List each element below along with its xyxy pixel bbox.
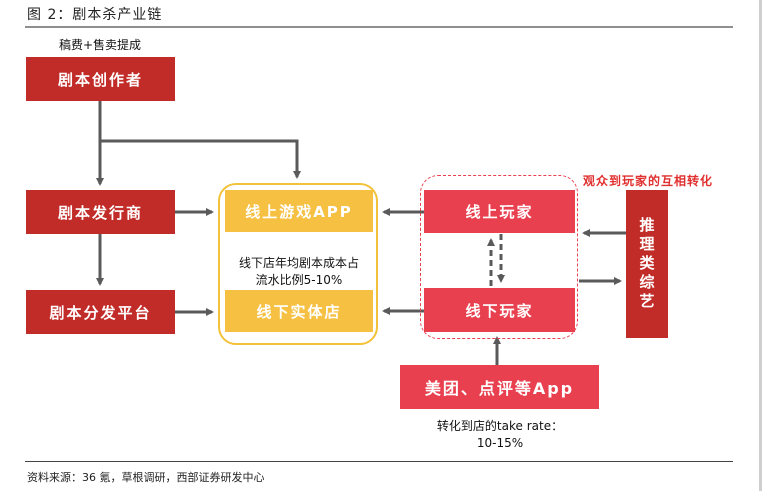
node-online-players-label: 线上玩家 — [465, 203, 534, 221]
node-online-players: 线上玩家 — [424, 190, 575, 233]
node-meituan-app-label: 美团、点评等App — [424, 379, 575, 398]
node-script-creator: 剧本创作者 — [26, 57, 175, 101]
bottom-divider — [25, 461, 733, 462]
take-rate-note-line1: 转化到店的take rate： — [436, 419, 564, 433]
node-variety-show-label: 推理类综艺 — [637, 216, 656, 312]
node-variety-show: 推理类综艺 — [626, 190, 668, 338]
arrow-creator-to-online-app — [100, 139, 301, 179]
figure-title: 图 2：剧本杀产业链 — [27, 7, 163, 23]
players-group-frame — [420, 175, 578, 339]
creator-revenue-note: 稿费+售卖提成 — [58, 38, 142, 52]
node-offline-players-label: 线下玩家 — [465, 301, 534, 320]
top-divider — [25, 26, 733, 28]
take-rate-note: 转化到店的take rate： 10-15% — [410, 418, 590, 452]
conversion-caption: 观众到玩家的互相转化 — [583, 174, 714, 188]
store-cost-note-line2: 流水比例5-10% — [255, 273, 343, 287]
node-script-publisher: 剧本发行商 — [26, 190, 175, 234]
store-cost-note-line1: 线下店年均剧本成本占 — [238, 256, 359, 270]
node-offline-players: 线下玩家 — [424, 288, 575, 332]
page-edge-line — [759, 0, 762, 491]
store-cost-note: 线下店年均剧本成本占 流水比例5-10% — [222, 255, 376, 289]
take-rate-note-line2: 10-15% — [476, 436, 524, 450]
node-online-game-app-label: 线上游戏APP — [245, 202, 353, 221]
node-meituan-app: 美团、点评等App — [400, 365, 599, 409]
node-script-publisher-label: 剧本发行商 — [57, 203, 143, 222]
node-offline-store: 线下实体店 — [225, 290, 373, 332]
node-script-creator-label: 剧本创作者 — [57, 70, 143, 89]
node-distribution-platform-label: 剧本分发平台 — [49, 303, 152, 322]
venue-group-frame — [218, 183, 378, 345]
node-offline-store-label: 线下实体店 — [256, 302, 342, 321]
node-online-game-app: 线上游戏APP — [225, 190, 373, 232]
node-distribution-platform: 剧本分发平台 — [26, 290, 175, 334]
source-note: 资料来源：36 氪，草根调研，西部证券研发中心 — [27, 471, 265, 484]
